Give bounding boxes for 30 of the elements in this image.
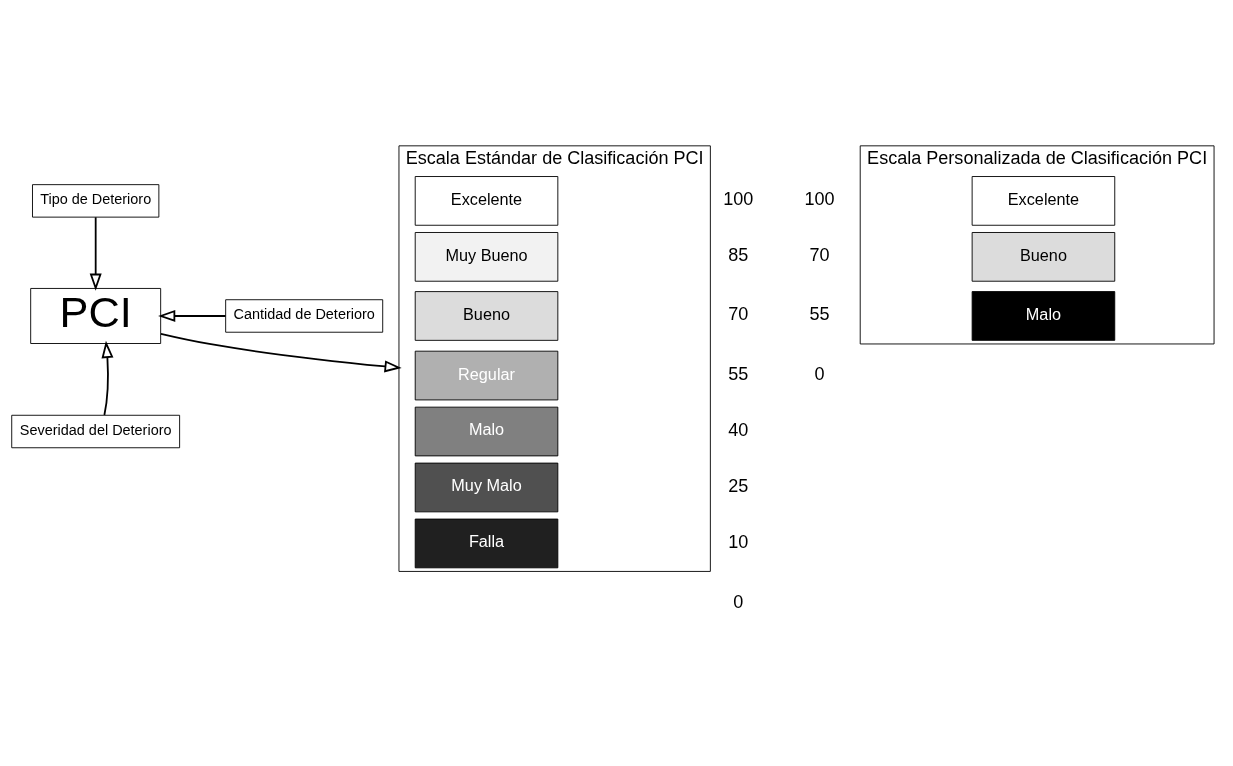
- label: 10: [728, 531, 749, 552]
- node-box: Malo: [971, 291, 1116, 341]
- node-box: Falla: [414, 518, 559, 569]
- arrow: [101, 340, 114, 416]
- label: 70: [728, 304, 749, 325]
- node-box: Excelente: [414, 176, 559, 226]
- node-box: PCI: [30, 288, 162, 344]
- label: 55: [809, 304, 830, 325]
- label: 55: [728, 364, 749, 385]
- node-box: Bueno: [971, 232, 1116, 282]
- arrow: [160, 332, 402, 373]
- node-box: Muy Bueno: [414, 232, 559, 282]
- node-box: Bueno: [414, 291, 559, 341]
- node-box: Cantidad de Deterioro: [225, 299, 384, 333]
- label: 100: [723, 189, 754, 210]
- label: 100: [804, 189, 835, 210]
- node-box: Tipo de Deterioro: [32, 184, 160, 218]
- node-box: Regular: [414, 350, 559, 401]
- node-box: Severidad del Deterioro: [11, 414, 181, 449]
- arrow: [158, 309, 227, 322]
- label: 70: [809, 245, 830, 266]
- node-box: Muy Malo: [414, 462, 559, 513]
- node-box: Excelente: [971, 176, 1116, 226]
- node-box: Malo: [414, 406, 559, 457]
- label: 0: [814, 364, 825, 385]
- label: 25: [728, 475, 749, 496]
- label: 85: [728, 245, 749, 266]
- label: 0: [733, 591, 744, 612]
- arrow: [89, 216, 102, 291]
- label: 40: [728, 420, 749, 441]
